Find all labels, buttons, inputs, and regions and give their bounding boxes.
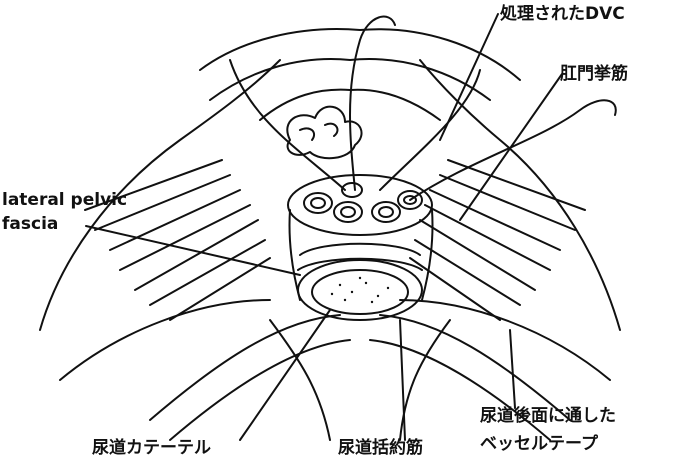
pelvic-wall-right bbox=[420, 60, 620, 330]
catheter-label: 尿道カテーテル bbox=[92, 438, 211, 458]
lateral-pelvic-fascia-label-line1: lateral pelvic bbox=[2, 190, 127, 210]
levator-label: 肛門挙筋 bbox=[560, 64, 628, 84]
dvc-label: 処理されたDVC bbox=[500, 4, 625, 24]
lateral-pelvic-fascia-label-line2: fascia bbox=[2, 214, 58, 234]
posterior-urethra-label-line1: 尿道後面に通した bbox=[480, 406, 616, 426]
posterior-urethra-label-line2: ベッセルテープ bbox=[480, 434, 598, 454]
sphincter-label: 尿道括約筋 bbox=[338, 438, 423, 458]
